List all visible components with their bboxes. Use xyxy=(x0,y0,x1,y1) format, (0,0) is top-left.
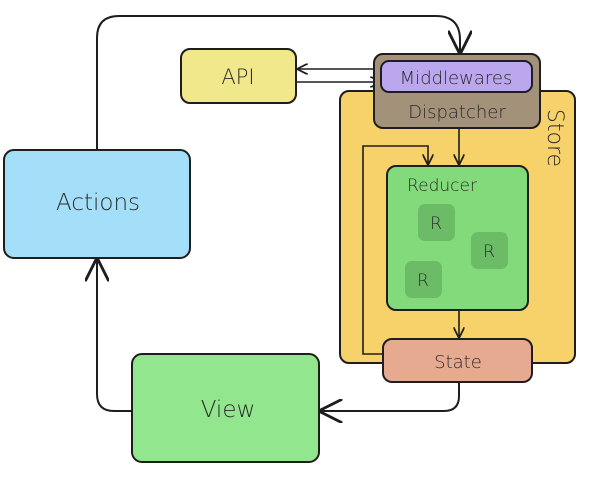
edge-actions-to-middlewares xyxy=(96,15,460,150)
api-node[interactable]: API xyxy=(180,48,297,104)
actions-node[interactable]: Actions xyxy=(3,149,191,259)
middlewares-node[interactable]: Middlewares xyxy=(380,60,533,93)
view-node[interactable]: View xyxy=(131,353,320,463)
dispatcher-label: Dispatcher xyxy=(408,102,506,123)
edge-view-to-actions xyxy=(97,260,132,412)
edge-state-to-reducer xyxy=(362,145,428,355)
api-label: API xyxy=(221,65,254,89)
actions-label: Actions xyxy=(56,190,140,216)
reducer-item-label: R xyxy=(430,214,442,234)
reducer-item[interactable]: R xyxy=(405,261,442,298)
reducer-label: Reducer xyxy=(407,176,477,196)
reducer-item[interactable]: R xyxy=(418,204,455,241)
reducer-item-label: R xyxy=(417,271,429,291)
state-node[interactable]: State xyxy=(382,338,533,383)
edge-state-to-view xyxy=(321,382,460,411)
state-label: State xyxy=(434,352,482,373)
reducer-item[interactable]: R xyxy=(471,232,508,269)
middlewares-label: Middlewares xyxy=(400,68,513,89)
reducer-item-label: R xyxy=(483,242,495,262)
store-label: Store xyxy=(542,109,567,167)
view-label: View xyxy=(201,397,256,423)
reducer-node[interactable]: Reducer R R R xyxy=(386,165,529,311)
